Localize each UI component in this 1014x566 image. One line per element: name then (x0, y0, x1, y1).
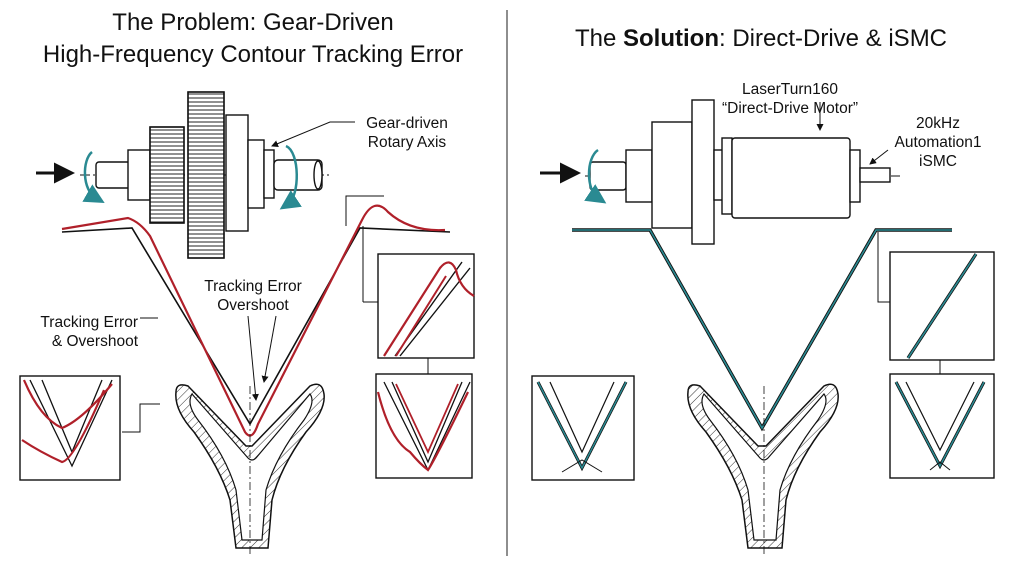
right-contour-path (572, 228, 952, 432)
right-zoom-bottom-left (531, 375, 635, 481)
right-title-bold: Solution (623, 25, 719, 52)
motor-label: LaserTurn160 “Direct-Drive Motor” (700, 80, 880, 118)
left-zoom-bottom-left (19, 375, 160, 481)
tracking-and-overshoot-line2: & Overshoot (51, 333, 138, 350)
right-zoom-top (889, 251, 995, 374)
controller-label-line1: 20kHz (916, 115, 960, 132)
controller-label: 20kHz Automation1 iSMC (888, 114, 988, 171)
right-part-section (687, 383, 839, 556)
right-zoom-bottom-right (889, 373, 995, 479)
left-title-line1: The Problem: Gear-Driven (112, 9, 394, 36)
gear-axis-label-line1: Gear-driven (366, 115, 448, 132)
tracking-overshoot-line1: Tracking Error (204, 278, 302, 295)
tracking-overshoot-line2: Overshoot (217, 297, 289, 314)
left-leaders (140, 195, 384, 401)
left-zoom-bottom-right (375, 373, 473, 479)
direct-drive-motor (540, 99, 900, 245)
tracking-and-overshoot-label: Tracking Error & Overshoot (12, 313, 138, 351)
controller-label-line2: Automation1 (894, 134, 982, 151)
gear-axis-label-line2: Rotary Axis (367, 134, 447, 151)
right-title-suffix: : Direct-Drive & iSMC (719, 25, 948, 52)
right-title: The Solution: Direct-Drive & iSMC (508, 24, 1014, 54)
left-title-line2: High-Frequency Contour Tracking Error (42, 41, 464, 68)
controller-label-line3: iSMC (919, 153, 957, 170)
right-title-prefix: The (574, 25, 624, 52)
gear-assembly (36, 91, 355, 259)
left-part-section (175, 383, 325, 556)
left-zoom-top (377, 253, 475, 374)
tracking-overshoot-label: Tracking Error Overshoot (188, 277, 318, 315)
gear-axis-label: Gear-driven Rotary Axis (352, 114, 462, 152)
tracking-and-overshoot-line1: Tracking Error (40, 314, 138, 331)
motor-label-line1: LaserTurn160 (742, 81, 838, 98)
motor-label-line2: “Direct-Drive Motor” (721, 100, 859, 117)
